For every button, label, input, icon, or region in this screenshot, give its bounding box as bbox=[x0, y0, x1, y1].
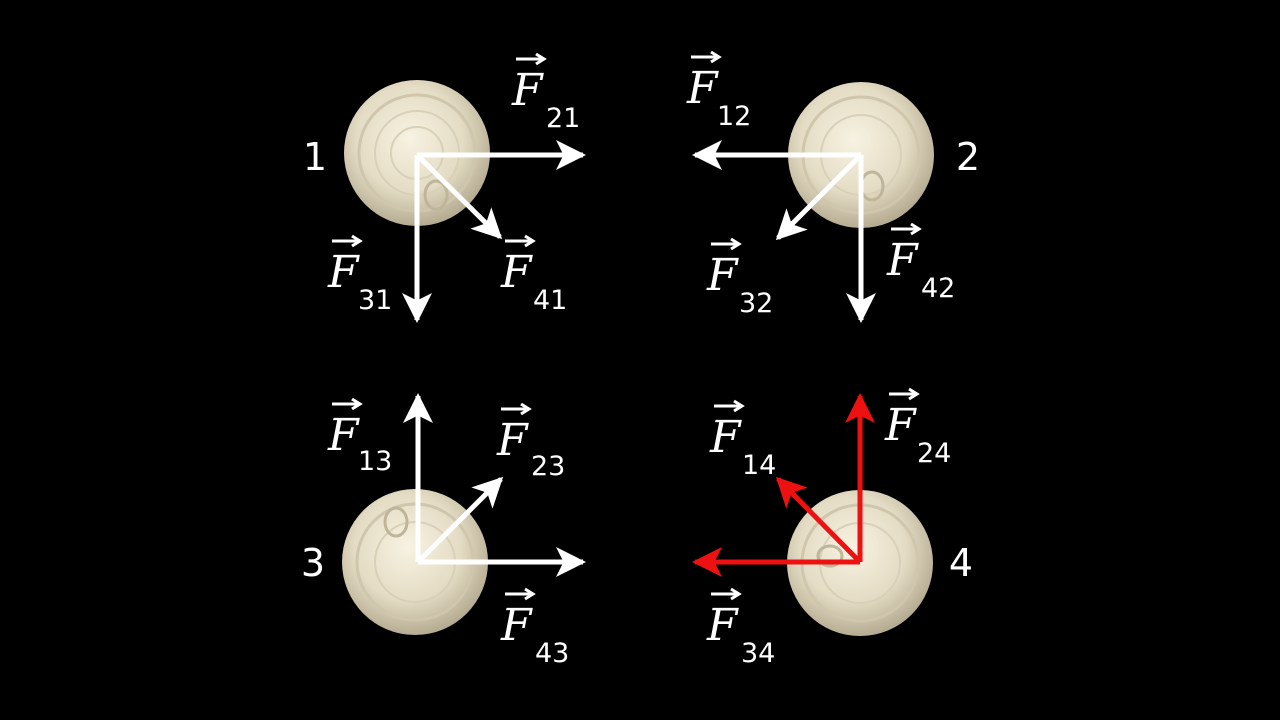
sub-F23: 23 bbox=[531, 451, 565, 482]
svg-text:F: F bbox=[500, 247, 533, 298]
svg-text:F: F bbox=[709, 412, 742, 463]
can-2-number: 2 bbox=[956, 135, 980, 179]
svg-text:F: F bbox=[884, 400, 917, 451]
svg-text:F: F bbox=[327, 247, 360, 298]
svg-text:F: F bbox=[500, 600, 533, 651]
can-1-number: 1 bbox=[303, 135, 327, 179]
arrow-F32 bbox=[775, 153, 863, 241]
label-F32: F 32 bbox=[706, 237, 773, 319]
sub-F14: 14 bbox=[742, 450, 776, 481]
label-F42: F 42 bbox=[886, 222, 955, 304]
sub-F21: 21 bbox=[546, 103, 580, 134]
label-F14: F 14 bbox=[709, 399, 776, 481]
label-F31: F 31 bbox=[327, 234, 392, 316]
arrow-F41 bbox=[415, 153, 503, 240]
label-F34: F 34 bbox=[706, 587, 775, 669]
svg-text:F: F bbox=[706, 600, 739, 651]
can-3-number: 3 bbox=[301, 541, 325, 585]
sub-F12: 12 bbox=[717, 101, 751, 132]
can-4-number: 4 bbox=[949, 541, 973, 585]
label-F12: F 12 bbox=[686, 50, 751, 132]
label-F23: F 23 bbox=[496, 402, 565, 482]
svg-text:F: F bbox=[327, 410, 360, 461]
label-F41: F 41 bbox=[500, 234, 567, 316]
label-F21: F 21 bbox=[511, 52, 580, 134]
svg-text:F: F bbox=[686, 63, 719, 114]
sub-F31: 31 bbox=[358, 285, 392, 316]
label-F43: F 43 bbox=[500, 587, 569, 669]
sub-F24: 24 bbox=[917, 438, 951, 469]
sub-F43: 43 bbox=[535, 638, 569, 669]
sub-F32: 32 bbox=[739, 288, 773, 319]
svg-text:F: F bbox=[511, 65, 544, 116]
sub-F41: 41 bbox=[533, 285, 567, 316]
arrow-F14 bbox=[775, 476, 862, 564]
arrow-F23 bbox=[416, 476, 504, 564]
sub-F42: 42 bbox=[921, 273, 955, 304]
svg-text:F: F bbox=[496, 415, 529, 466]
label-F13: F 13 bbox=[327, 397, 392, 477]
svg-text:F: F bbox=[706, 250, 739, 301]
sub-F13: 13 bbox=[358, 446, 392, 477]
sub-F34: 34 bbox=[741, 638, 775, 669]
label-F24: F 24 bbox=[884, 387, 951, 469]
svg-text:F: F bbox=[886, 235, 919, 286]
